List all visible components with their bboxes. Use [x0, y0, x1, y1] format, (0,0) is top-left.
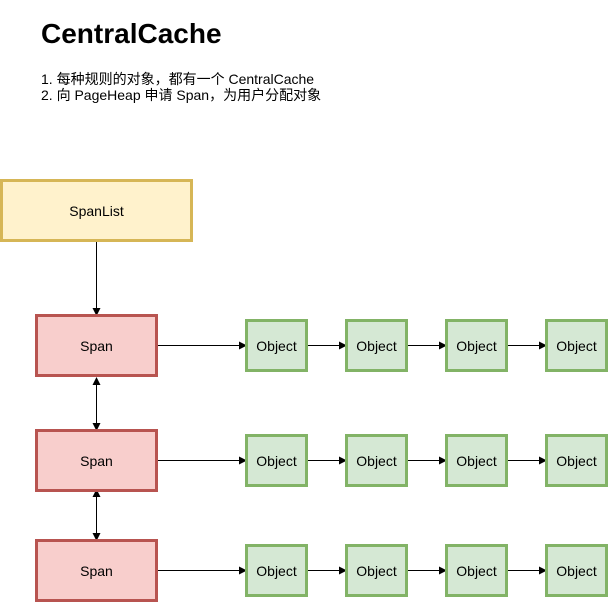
object-node-r2-2[interactable]: Object [345, 434, 408, 487]
object-node-r3-1[interactable]: Object [245, 544, 308, 597]
object-node-r3-3[interactable]: Object [445, 544, 508, 597]
object-node-r1-3[interactable]: Object [445, 319, 508, 372]
object-node-r2-4[interactable]: Object [545, 434, 608, 487]
object-node-r3-4[interactable]: Object [545, 544, 608, 597]
spanlist-node[interactable]: SpanList [0, 179, 193, 242]
page-title: CentralCache [41, 18, 222, 49]
span-node-1[interactable]: Span [35, 314, 158, 377]
description: 1. 每种规则的对象，都有一个 CentralCache 2. 向 PageHe… [41, 71, 321, 103]
object-node-r2-1[interactable]: Object [245, 434, 308, 487]
object-node-r2-3[interactable]: Object [445, 434, 508, 487]
span-node-2[interactable]: Span [35, 429, 158, 492]
object-node-r1-1[interactable]: Object [245, 319, 308, 372]
description-line-1: 1. 每种规则的对象，都有一个 CentralCache [41, 71, 315, 87]
object-node-r1-2[interactable]: Object [345, 319, 408, 372]
span-node-3[interactable]: Span [35, 539, 158, 602]
object-node-r1-4[interactable]: Object [545, 319, 608, 372]
object-node-r3-2[interactable]: Object [345, 544, 408, 597]
description-line-2: 2. 向 PageHeap 申请 Span，为用户分配对象 [41, 87, 322, 103]
